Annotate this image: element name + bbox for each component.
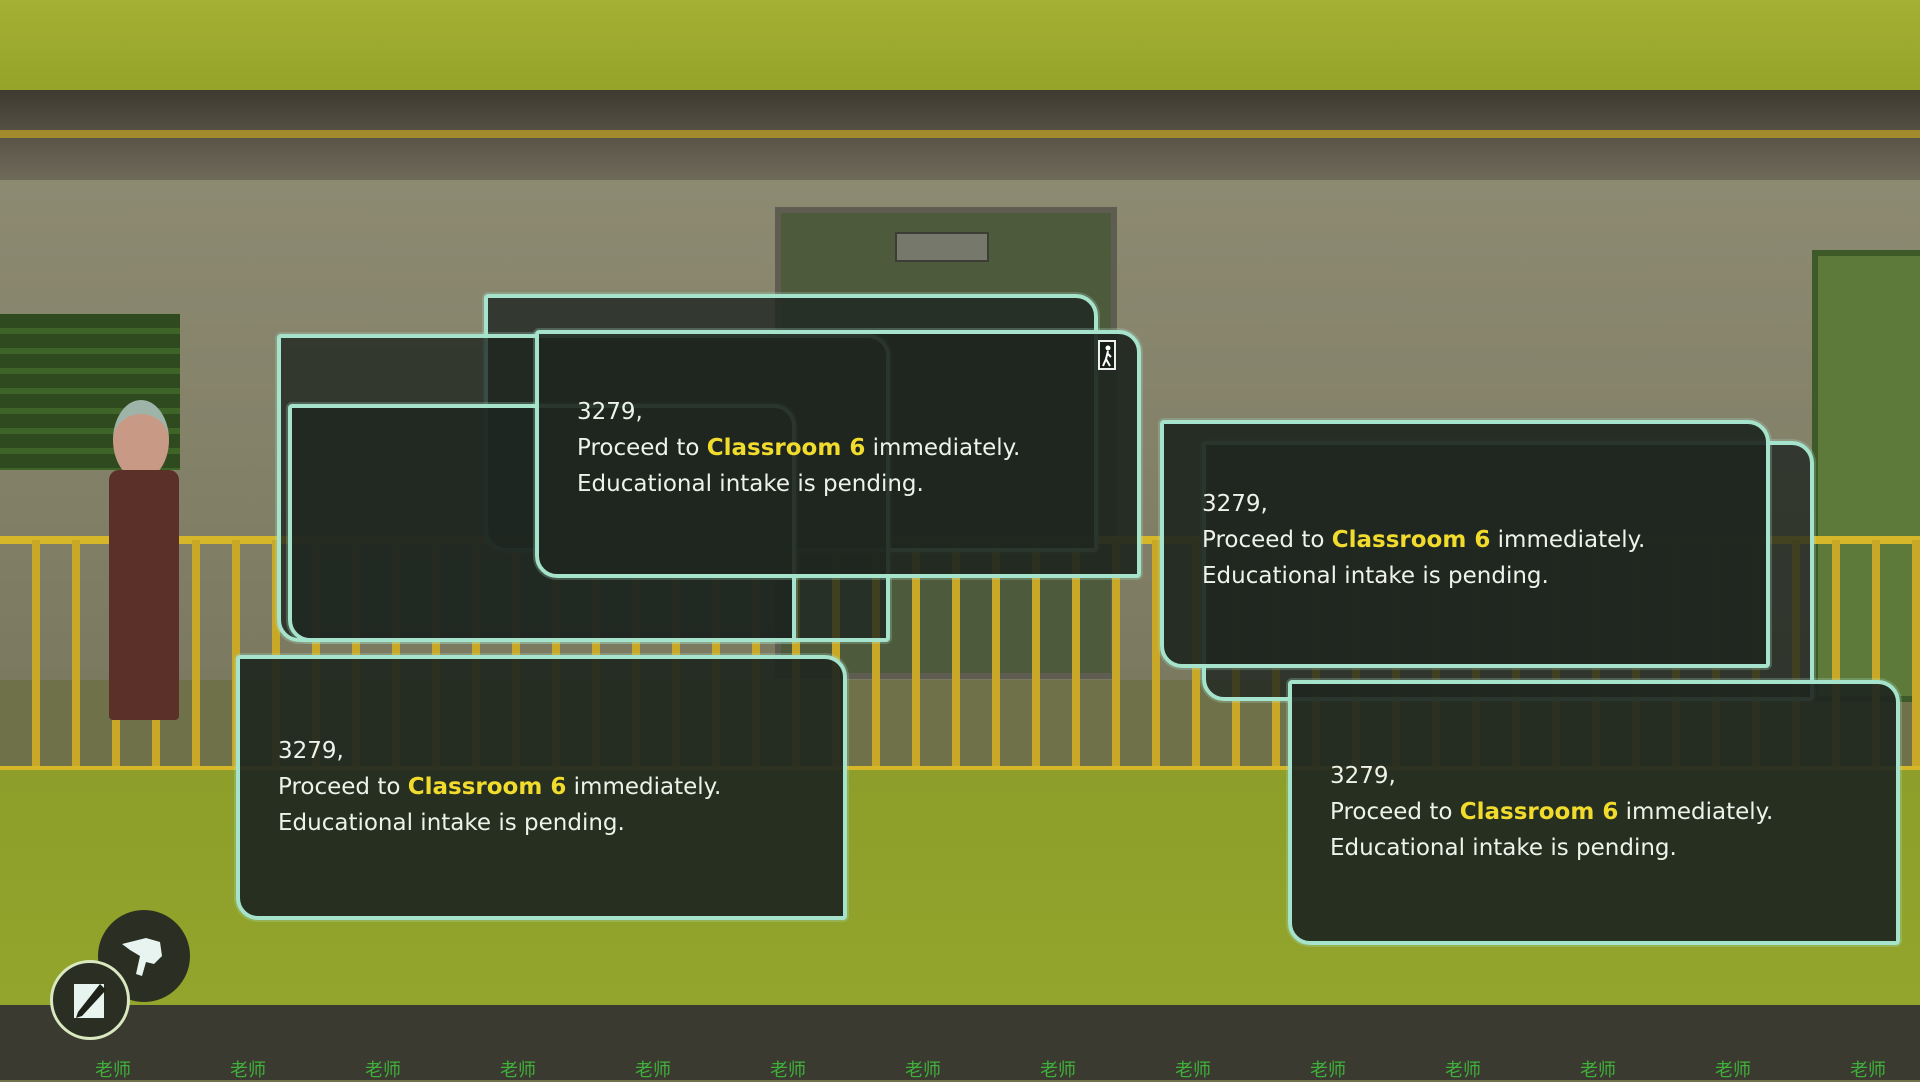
npc-woman[interactable] bbox=[105, 400, 185, 730]
message-recipient: 3279, bbox=[577, 399, 643, 425]
message-suffix: immediately. bbox=[1618, 799, 1773, 825]
message-prefix: Proceed to bbox=[577, 435, 707, 461]
journal-button[interactable] bbox=[50, 960, 130, 1040]
floor-glyph: 老师 bbox=[230, 1056, 266, 1082]
ceiling-pipe bbox=[0, 130, 1920, 138]
message-text: 3279, Proceed to Classroom 6 immediately.… bbox=[577, 394, 1020, 502]
message-location: Classroom 6 bbox=[1460, 799, 1619, 825]
message-panel: 3279, Proceed to Classroom 6 immediately.… bbox=[1160, 420, 1770, 668]
floor-glyph: 老师 bbox=[1715, 1056, 1751, 1082]
floor-glyph: 老师 bbox=[1850, 1056, 1886, 1082]
message-panel: 3279, Proceed to Classroom 6 immediately.… bbox=[1288, 680, 1900, 945]
message-suffix: immediately. bbox=[865, 435, 1020, 461]
floor-glyph: 老师 bbox=[500, 1056, 536, 1082]
upper-floor bbox=[0, 0, 1920, 90]
message-panel: 3279, Proceed to Classroom 6 immediately.… bbox=[535, 330, 1141, 578]
message-text: 3279, Proceed to Classroom 6 immediately.… bbox=[1202, 486, 1645, 594]
floor-glyph: 老师 bbox=[1310, 1056, 1346, 1082]
message-panel: 3279, Proceed to Classroom 6 immediately.… bbox=[236, 655, 847, 920]
floor-glyph: 老师 bbox=[1175, 1056, 1211, 1082]
lower-floor bbox=[0, 1005, 1920, 1080]
elevator-sign bbox=[895, 232, 989, 262]
message-location: Classroom 6 bbox=[707, 435, 866, 461]
floor-glyph: 老师 bbox=[770, 1056, 806, 1082]
floor-glyph: 老师 bbox=[1040, 1056, 1076, 1082]
message-text: 3279, Proceed to Classroom 6 immediately.… bbox=[1330, 758, 1773, 866]
floor-glyph: 老师 bbox=[95, 1056, 131, 1082]
floor-glyph: 老师 bbox=[365, 1056, 401, 1082]
message-prefix: Proceed to bbox=[1202, 527, 1332, 553]
floor-glyph: 老师 bbox=[635, 1056, 671, 1082]
message-location: Classroom 6 bbox=[1332, 527, 1491, 553]
pointing-hand-icon bbox=[116, 928, 172, 984]
message-suffix: immediately. bbox=[1490, 527, 1645, 553]
message-text: 3279, Proceed to Classroom 6 immediately.… bbox=[278, 733, 721, 841]
floor-glyph: 老师 bbox=[1445, 1056, 1481, 1082]
message-suffix: immediately. bbox=[566, 774, 721, 800]
pencil-notepad-icon bbox=[68, 978, 112, 1022]
npc-head bbox=[113, 400, 169, 480]
message-recipient: 3279, bbox=[278, 738, 344, 764]
floor-glyph: 老师 bbox=[1580, 1056, 1616, 1082]
message-location: Classroom 6 bbox=[408, 774, 567, 800]
message-recipient: 3279, bbox=[1330, 763, 1396, 789]
message-line3: Educational intake is pending. bbox=[1202, 563, 1549, 589]
floor-glyph: 老师 bbox=[905, 1056, 941, 1082]
message-line3: Educational intake is pending. bbox=[278, 810, 625, 836]
message-line3: Educational intake is pending. bbox=[577, 471, 924, 497]
npc-body bbox=[109, 470, 179, 720]
message-prefix: Proceed to bbox=[278, 774, 408, 800]
exit-cursor-icon bbox=[1098, 340, 1116, 370]
message-line3: Educational intake is pending. bbox=[1330, 835, 1677, 861]
message-prefix: Proceed to bbox=[1330, 799, 1460, 825]
message-recipient: 3279, bbox=[1202, 491, 1268, 517]
